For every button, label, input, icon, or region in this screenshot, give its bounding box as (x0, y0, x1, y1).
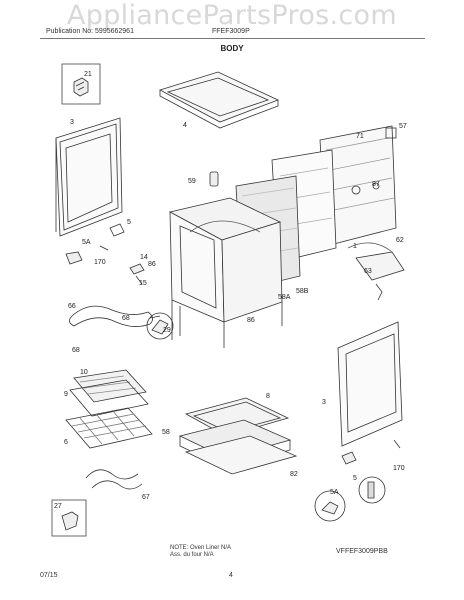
callout-6: 6 (64, 439, 68, 446)
section-title: BODY (220, 44, 244, 53)
callout-3: 3 (70, 119, 74, 126)
callout-71: 71 (356, 133, 364, 140)
oven-cavity-body (168, 197, 283, 348)
callout-68-upper: 68 (122, 315, 130, 322)
callout-1: 1 (353, 243, 357, 250)
part-59-thermostat-bulb (209, 171, 219, 187)
callout-9: 9 (64, 391, 68, 398)
callout-59: 59 (188, 178, 196, 185)
part-71-back-panel (319, 125, 397, 247)
callout-14: 14 (140, 254, 148, 261)
callout-86-lower: 86 (247, 317, 255, 324)
callout-4: 4 (183, 122, 187, 129)
note-line-2: Ass. du four N/A (170, 552, 214, 558)
part-27-inset (51, 499, 87, 537)
oven-liner-note: NOTE: Oven Liner N/A Ass. du four N/A (170, 545, 231, 559)
header-rule (40, 38, 425, 39)
part-3-oven-door-right (337, 321, 403, 447)
callout-5a: 5A (82, 239, 91, 246)
callout-labels: 21 3 4 71 57 87 59 5 5A 170 14 86 15 62 … (54, 71, 407, 510)
part-62-63-wiring (347, 242, 405, 301)
callout-8: 8 (266, 393, 270, 400)
part-66-bake-element (69, 305, 161, 327)
callout-170: 170 (94, 259, 106, 266)
callout-57: 57 (399, 123, 407, 130)
publication-number: Publication No: 5995662961 (46, 28, 134, 35)
callout-3-right: 3 (322, 399, 326, 406)
callout-21: 21 (84, 71, 92, 78)
callout-62: 62 (396, 237, 404, 244)
model-number: FFEF3009P (212, 28, 250, 35)
part-21-inset (61, 63, 101, 105)
part-67-broil-element (85, 469, 143, 490)
footer-page-number: 4 (229, 572, 233, 579)
callout-10: 10 (80, 369, 88, 376)
part-8-58-82-drawer (178, 397, 298, 475)
callout-63: 63 (364, 268, 372, 275)
part-29-detail (146, 312, 174, 340)
callout-67: 67 (142, 494, 150, 501)
note-line-1: NOTE: Oven Liner N/A (170, 545, 232, 551)
parts-14-86-15 (129, 263, 145, 285)
callout-29: 29 (163, 327, 171, 334)
callout-5: 5 (127, 219, 131, 226)
part-10-9-broil-pan (69, 369, 149, 417)
callout-87: 87 (372, 181, 380, 188)
part-6-oven-rack (65, 407, 153, 449)
callout-15: 15 (139, 280, 147, 287)
hinge-parts-left (65, 223, 125, 265)
callout-170-right: 170 (393, 465, 405, 472)
callout-5a-right: 5A (330, 489, 339, 496)
callout-58b: 58B (296, 288, 309, 295)
footer-date: 07/15 (40, 572, 58, 579)
callout-86: 86 (148, 261, 156, 268)
watermark: AppliancePartsPros.com (67, 0, 397, 31)
callout-58a: 58A (278, 294, 291, 301)
callout-68-lower: 68 (72, 347, 80, 354)
callout-82: 82 (290, 471, 298, 478)
hinge-parts-right (314, 439, 401, 522)
callout-58: 58 (162, 429, 170, 436)
part-3-oven-door-left (55, 117, 123, 237)
callout-66: 66 (68, 303, 76, 310)
callout-5-right: 5 (353, 475, 357, 482)
callout-27: 27 (54, 503, 62, 510)
image-code: VFFEF3009PBB (336, 548, 388, 555)
part-4-top-panel (158, 71, 280, 129)
